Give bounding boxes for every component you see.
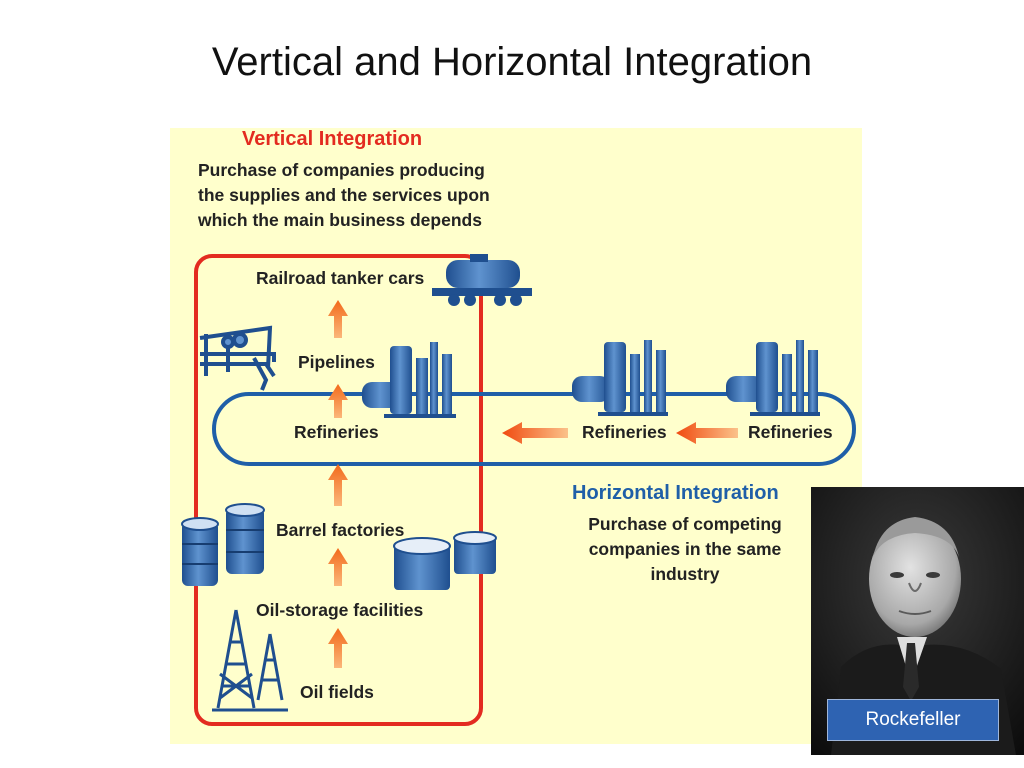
step-oil-storage-facilities: Oil-storage facilities [256, 600, 424, 620]
barrels-icon [181, 503, 265, 586]
horizontal-arrow-1 [502, 422, 568, 444]
step-railroad-tanker-cars: Railroad tanker cars [256, 268, 425, 288]
vertical-arrow-5 [328, 628, 348, 668]
vertical-integration-title: Vertical Integration [242, 128, 423, 150]
vertical-arrow-4 [328, 548, 348, 586]
storage-tanks-icon [393, 531, 497, 590]
step-refineries: Refineries [294, 422, 379, 442]
vertical-arrow-1 [328, 300, 348, 338]
horizontal-arrow-2 [676, 422, 738, 444]
horizontal-description-line: companies in the same [588, 539, 782, 559]
horizontal-description-line: Purchase of competing [588, 514, 782, 534]
horizontal-integration-title: Horizontal Integration [572, 482, 779, 504]
refinery-icon-vertical [362, 342, 456, 418]
pipeline-icon [199, 325, 276, 391]
diagram-graphics [181, 254, 856, 726]
integration-diagram: Vertical Integration Purchase of compani… [170, 128, 862, 744]
refinery-icon-horizontal-1 [572, 340, 668, 416]
vertical-frame [194, 254, 483, 726]
portrait-caption: Rockefeller [827, 699, 999, 741]
vertical-arrow-3 [328, 464, 348, 506]
horizontal-description-line: industry [650, 564, 720, 584]
vertical-description-line: Purchase of companies producing [198, 160, 485, 180]
horizontal-refineries-label-2: Refineries [748, 422, 833, 442]
vertical-arrow-2 [328, 384, 348, 418]
horizontal-refineries-label-1: Refineries [582, 422, 667, 442]
rockefeller-portrait: Rockefeller [811, 487, 1024, 755]
oil-derrick-icon [212, 609, 288, 712]
horizontal-integration-description: Purchase of competing companies in the s… [572, 512, 798, 587]
step-barrel-factories: Barrel factories [276, 520, 405, 540]
refinery-icon-horizontal-2 [726, 340, 820, 416]
horizontal-band [212, 392, 856, 466]
step-pipelines: Pipelines [298, 352, 375, 372]
vertical-description-line: the supplies and the services upon [198, 185, 490, 205]
vertical-description-line: which the main business depends [198, 210, 482, 230]
slide-title: Vertical and Horizontal Integration [211, 40, 813, 84]
step-oil-fields: Oil fields [300, 682, 374, 702]
vertical-integration-description: Purchase of companies producing the supp… [198, 158, 490, 233]
tanker-car-icon [432, 254, 532, 306]
